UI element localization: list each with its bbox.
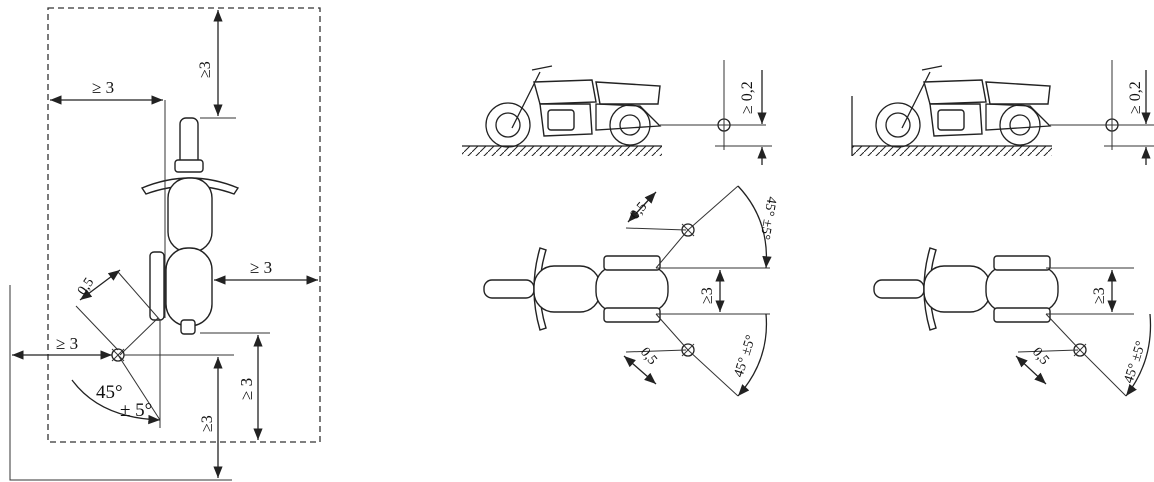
label-offset-05: 0,5 [75,275,97,298]
label-width-ge3-middle: ≥3 [699,287,716,304]
label-angle-upper-middle: 45° ±5° [757,195,779,240]
label-vertical-ge3-outer: ≥3 [199,415,216,432]
label-height-ge02-right: ≥ 0,2 [1127,81,1144,114]
outer-ground-line [9,285,232,481]
motorcycle-side-view-middle [462,65,766,156]
label-height-ge02-middle: ≥ 0,2 [739,81,756,114]
label-angle-45: 45° [96,382,123,403]
motorcycle-top-view-middle [483,247,669,331]
motorcycle-top-view-right [873,247,1059,331]
motorcycle-top-view [140,117,240,335]
label-lower-left-ge3: ≥ 3 [56,334,78,353]
label-vertical-ge3-inner: ≥ 3 [237,378,256,400]
free-space-boundary [47,7,321,443]
label-width-ge3-right: ≥3 [1091,287,1108,304]
label-left-ge3: ≥ 3 [92,78,114,97]
label-right-ge3: ≥ 3 [250,258,272,277]
label-offset-05-lower-middle: 0,5 [637,345,660,368]
label-angle-pm5: ± 5° [120,400,152,421]
top-view-zone-diagram: ≥3 ≥ 3 ≥ 3 0,5 ≥ 3 ≥ 3 ≥3 45° ± 5° [9,7,321,481]
middle-diagrams: ≥ 0,2 ≥3 0,5 45° ±5° 0,5 [462,60,779,397]
label-top-ge3: ≥3 [197,61,214,78]
label-offset-05-lower-right: 0,5 [1029,345,1052,368]
motorcycle-side-view-right [851,65,1154,156]
right-diagrams: ≥ 0,2 ≥3 0,5 45° ±5° [851,60,1154,397]
